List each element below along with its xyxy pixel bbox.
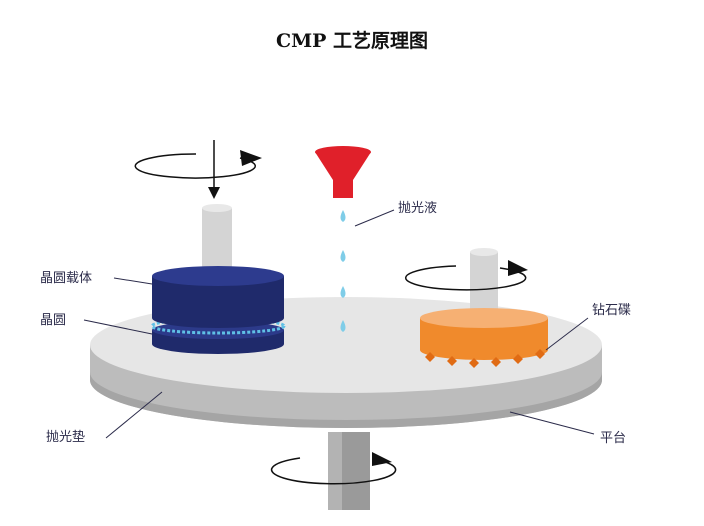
platen-shaft: [328, 432, 370, 510]
label-platen: 平台: [600, 431, 626, 446]
label-wafer: 晶圆: [40, 313, 66, 328]
label-diamond-disk: 钻石碟: [592, 303, 631, 318]
wafer-carrier: [150, 204, 286, 354]
platen-rotation-arrow-icon: [270, 452, 397, 485]
diamond-disk: [420, 248, 548, 368]
slurry-drops: [340, 210, 346, 332]
disk-rotation-arrow-icon: [404, 260, 528, 291]
carrier-rotation-arrow-icon: [134, 150, 262, 179]
label-polishing-pad: 抛光垫: [46, 429, 85, 445]
slurry-nozzle: [315, 146, 371, 198]
label-wafer-carrier: 晶圆载体: [40, 271, 92, 286]
diagram-title: CMP 工艺原理图: [275, 30, 429, 52]
label-slurry: 抛光液: [398, 201, 437, 216]
